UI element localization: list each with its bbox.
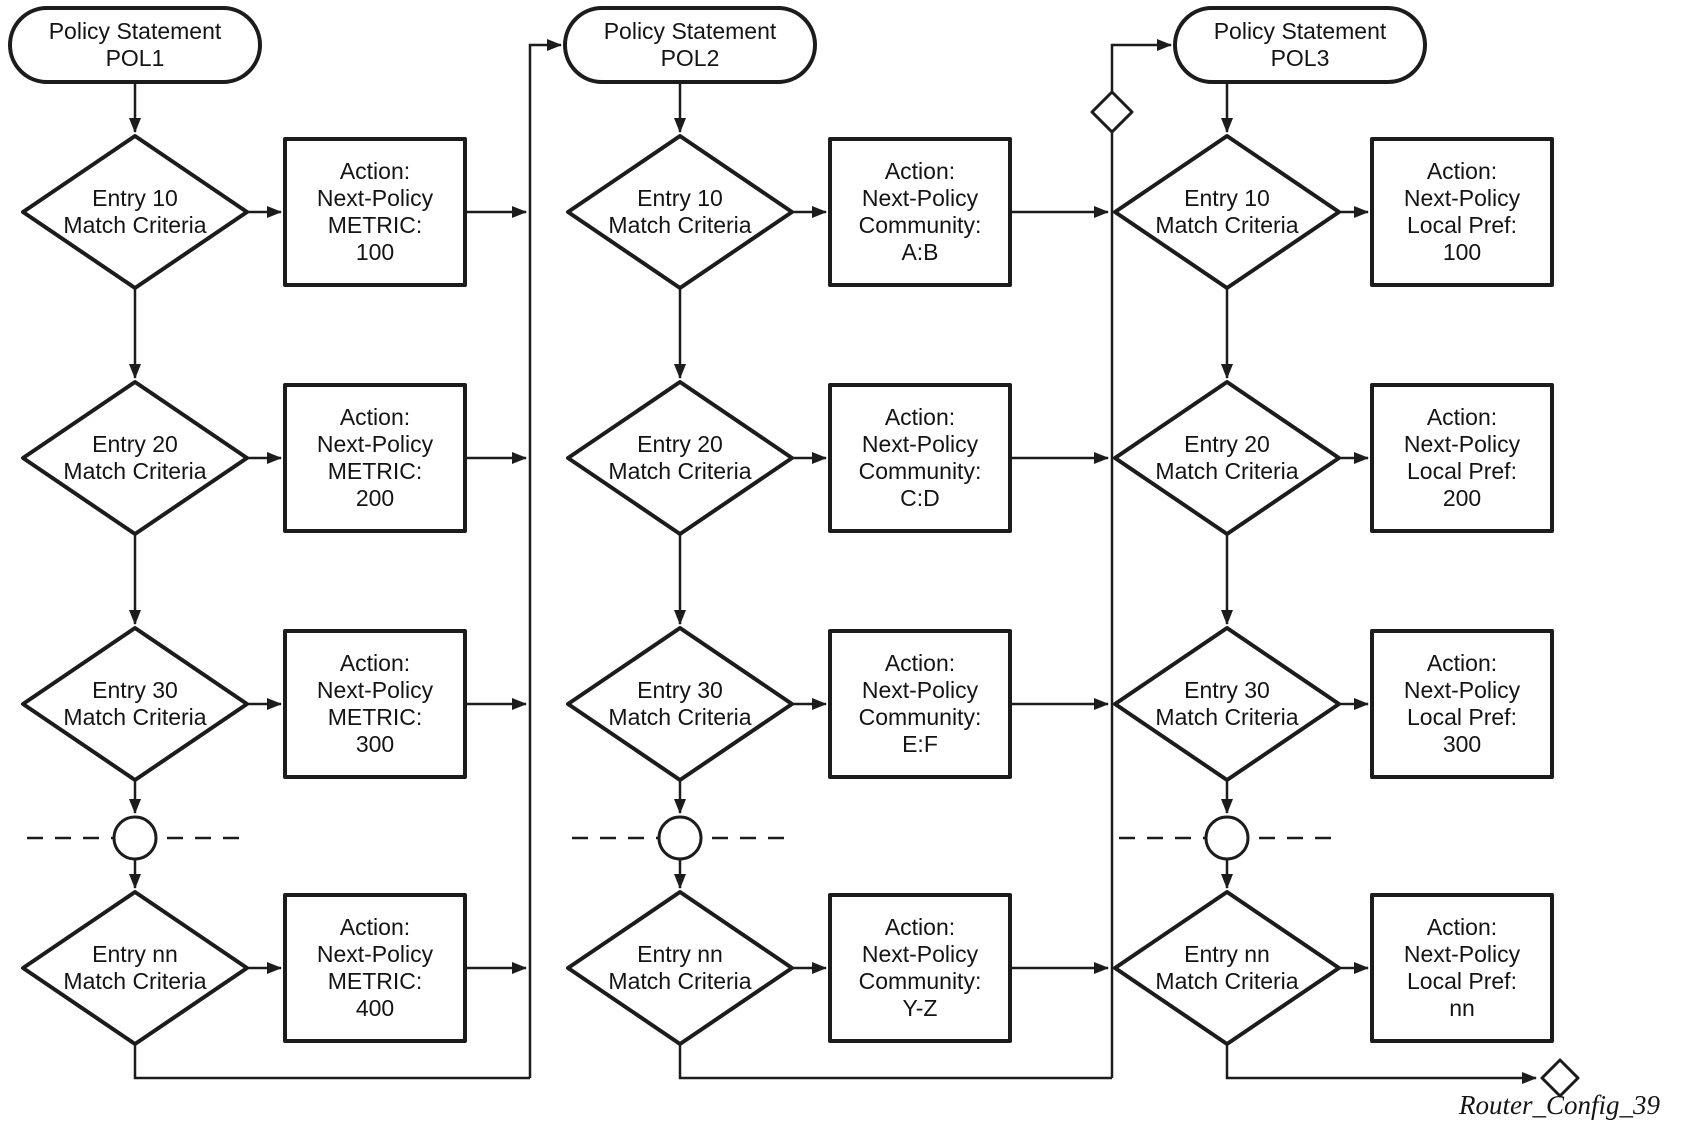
connectors-pol3 xyxy=(1119,82,1537,1084)
pol3-action2-label: Action: Next-Policy Local Pref: 200 xyxy=(1403,403,1521,512)
pol2-action2-label: Action: Next-Policy Community: C:D xyxy=(858,403,982,512)
pol3-entry10-diamond xyxy=(1113,134,1341,290)
pol2-action2-box xyxy=(828,383,1012,533)
pol1-next-policy-rail xyxy=(528,39,562,1078)
pol2-action3-label: Action: Next-Policy Community: E:F xyxy=(858,649,982,758)
pol1-bottom-feeder xyxy=(133,1044,530,1080)
pol1-continuation-circle xyxy=(112,815,158,861)
pol2-action4-label: Action: Next-Policy Community: Y-Z xyxy=(858,913,982,1022)
pol1-action3-label: Action: Next-Policy METRIC: 300 xyxy=(316,649,434,758)
pol2-entrynn-label: Entry nn Match Criteria xyxy=(608,940,752,994)
pol3-start-pill xyxy=(1173,6,1427,84)
pol1-entry20-diamond xyxy=(21,380,249,536)
pol1-entry10-label: Entry 10 Match Criteria xyxy=(63,184,207,238)
pol2-entry20-label: Entry 20 Match Criteria xyxy=(608,430,752,484)
pol3-entry30-diamond xyxy=(1113,626,1341,782)
pol3-action3-label: Action: Next-Policy Local Pref: 300 xyxy=(1403,649,1521,758)
pol1-header-label: Policy Statement POL1 xyxy=(48,17,222,71)
pol3-entry20-label: Entry 20 Match Criteria xyxy=(1155,430,1299,484)
pol1-action3-box xyxy=(283,629,467,779)
figure-caption: Router_Config_39 xyxy=(1459,1090,1660,1120)
shapes-pol3 xyxy=(1113,6,1554,1046)
pol3-continuation-circle xyxy=(1204,815,1250,861)
pol2-entry30-diamond xyxy=(566,626,794,782)
pol2-entry10-diamond xyxy=(566,134,794,290)
pol1-entry30-diamond xyxy=(21,626,249,782)
pol3-entrynn-diamond xyxy=(1113,890,1341,1046)
pol3-action4-box xyxy=(1370,893,1554,1043)
pol3-header-label: Policy Statement POL3 xyxy=(1213,17,1387,71)
pol2-action1-label: Action: Next-Policy Community: A:B xyxy=(858,157,982,266)
pol2-entry10-label: Entry 10 Match Criteria xyxy=(608,184,752,238)
offpage-connector-diamond-top xyxy=(1090,90,1134,134)
pol3-entry20-diamond xyxy=(1113,380,1341,536)
pol3-action1-box xyxy=(1370,137,1554,287)
pol3-action4-label: Action: Next-Policy Local Pref: nn xyxy=(1403,913,1521,1022)
pol1-action2-label: Action: Next-Policy METRIC: 200 xyxy=(316,403,434,512)
pol2-continuation-circle xyxy=(657,815,703,861)
pol1-action2-box xyxy=(283,383,467,533)
pol1-action4-label: Action: Next-Policy METRIC: 400 xyxy=(316,913,434,1022)
pol2-action4-box xyxy=(828,893,1012,1043)
pol2-action3-box xyxy=(828,629,1012,779)
shapes-pol1 xyxy=(8,6,467,1046)
pol2-bottom-feeder xyxy=(678,1044,1112,1080)
pol3-entrynn-label: Entry nn Match Criteria xyxy=(1155,940,1299,994)
shapes-pol2 xyxy=(563,6,1012,1046)
pol2-entrynn-diamond xyxy=(566,890,794,1046)
pol2-header-label: Policy Statement POL2 xyxy=(603,17,777,71)
offpage-connector-diamond-bottom xyxy=(1540,1058,1580,1098)
pol3-action1-label: Action: Next-Policy Local Pref: 100 xyxy=(1403,157,1521,266)
pol3-action3-box xyxy=(1370,629,1554,779)
pol2-start-pill xyxy=(563,6,817,84)
pol2-entry30-label: Entry 30 Match Criteria xyxy=(608,676,752,730)
pol2-entry20-diamond xyxy=(566,380,794,536)
pol1-entrynn-diamond xyxy=(21,890,249,1046)
pol1-entrynn-label: Entry nn Match Criteria xyxy=(63,940,207,994)
pol1-entry10-diamond xyxy=(21,134,249,290)
connectors-pol2 xyxy=(572,39,1172,1080)
connectors-pol1 xyxy=(27,39,562,1080)
pol3-bottom-exit xyxy=(1225,1044,1537,1084)
pol3-entry30-label: Entry 30 Match Criteria xyxy=(1155,676,1299,730)
pol2-action1-box xyxy=(828,137,1012,287)
pol1-action1-box xyxy=(283,137,467,287)
pol2-next-policy-rail xyxy=(1110,39,1172,1078)
pol1-action4-box xyxy=(283,893,467,1043)
pol3-action2-box xyxy=(1370,383,1554,533)
pol1-entry30-label: Entry 30 Match Criteria xyxy=(63,676,207,730)
pol1-start-pill xyxy=(8,6,262,84)
pol1-action1-label: Action: Next-Policy METRIC: 100 xyxy=(316,157,434,266)
pol1-entry20-label: Entry 20 Match Criteria xyxy=(63,430,207,484)
pol3-entry10-label: Entry 10 Match Criteria xyxy=(1155,184,1299,238)
